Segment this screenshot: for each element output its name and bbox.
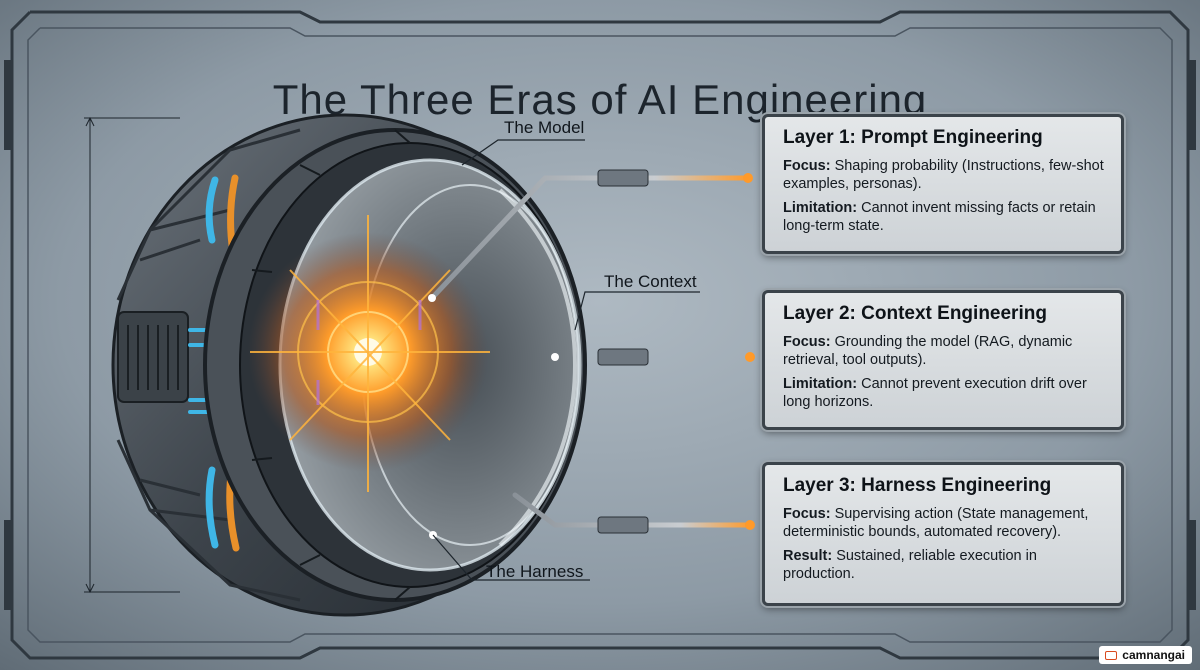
camnangai-badge[interactable]: camnangai: [1099, 646, 1192, 664]
label-the-harness: The Harness: [486, 562, 584, 581]
label-the-context: The Context: [604, 272, 697, 291]
layer-3-result: Result: Sustained, reliable execution in…: [783, 548, 1037, 582]
layer-2-heading: Layer 2: Context Engineering: [783, 303, 1047, 324]
layer-1-limitation: Limitation: Cannot invent missing facts …: [783, 200, 1096, 234]
label-the-model: The Model: [504, 118, 585, 137]
layer-2-panel: Layer 2: Context Engineering Focus: Grou…: [762, 290, 1124, 430]
layer-2-focus: Focus: Grounding the model (RAG, dynamic…: [783, 334, 1073, 368]
badge-label: camnangai: [1122, 648, 1185, 662]
layer-1-panel: Layer 1: Prompt Engineering Focus: Shapi…: [762, 114, 1124, 254]
layer-2-limitation: Limitation: Cannot prevent execution dri…: [783, 376, 1087, 410]
camnangai-logo-icon: [1105, 650, 1118, 660]
layer-3-heading: Layer 3: Harness Engineering: [783, 475, 1052, 496]
layer-1-heading: Layer 1: Prompt Engineering: [783, 127, 1043, 148]
layer-3-panel: Layer 3: Harness Engineering Focus: Supe…: [762, 462, 1124, 606]
layer-1-focus: Focus: Shaping probability (Instructions…: [783, 158, 1104, 192]
layer-3-focus: Focus: Supervising action (State managem…: [783, 506, 1089, 540]
